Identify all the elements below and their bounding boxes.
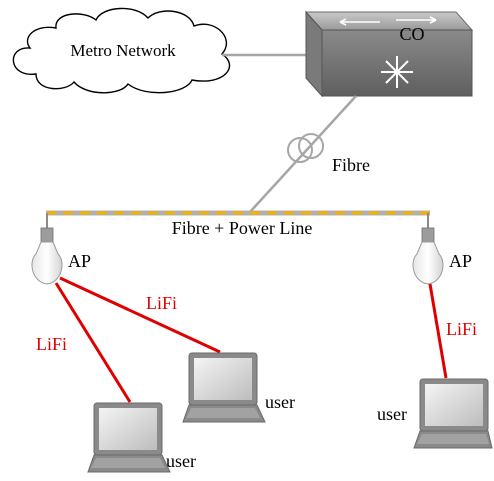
lifi-label: LiFi — [36, 334, 67, 354]
co-switch: CO — [304, 10, 474, 98]
bulb-icon — [31, 241, 63, 285]
user-laptop — [182, 352, 266, 423]
user-laptop — [413, 378, 493, 449]
lifi-link — [428, 283, 448, 379]
fibre-coil-icon — [287, 133, 324, 163]
user-label: user — [166, 451, 196, 471]
user-laptop — [87, 402, 171, 473]
lifi-link — [59, 276, 221, 354]
user-label: user — [265, 392, 295, 412]
lifi-label: LiFi — [446, 319, 477, 339]
bulb-base-icon — [40, 227, 54, 243]
access-point-label: AP — [449, 251, 472, 271]
fibre-label: Fibre — [332, 155, 370, 175]
metro-network-label: Metro Network — [70, 41, 176, 60]
access-point-label: AP — [68, 251, 91, 271]
lifi-link — [54, 282, 132, 403]
bulb-icon — [412, 241, 444, 285]
access-point-left — [31, 213, 63, 285]
access-point-right — [412, 213, 444, 285]
user-label: user — [377, 404, 407, 424]
lifi-label: LiFi — [146, 293, 177, 313]
bulb-base-icon — [421, 227, 435, 243]
backbone-label: Fibre + Power Line — [172, 218, 313, 238]
metro-network-cloud: Metro Network — [12, 7, 231, 94]
switch-symbol-icon — [381, 56, 413, 88]
co-label: CO — [399, 24, 424, 44]
